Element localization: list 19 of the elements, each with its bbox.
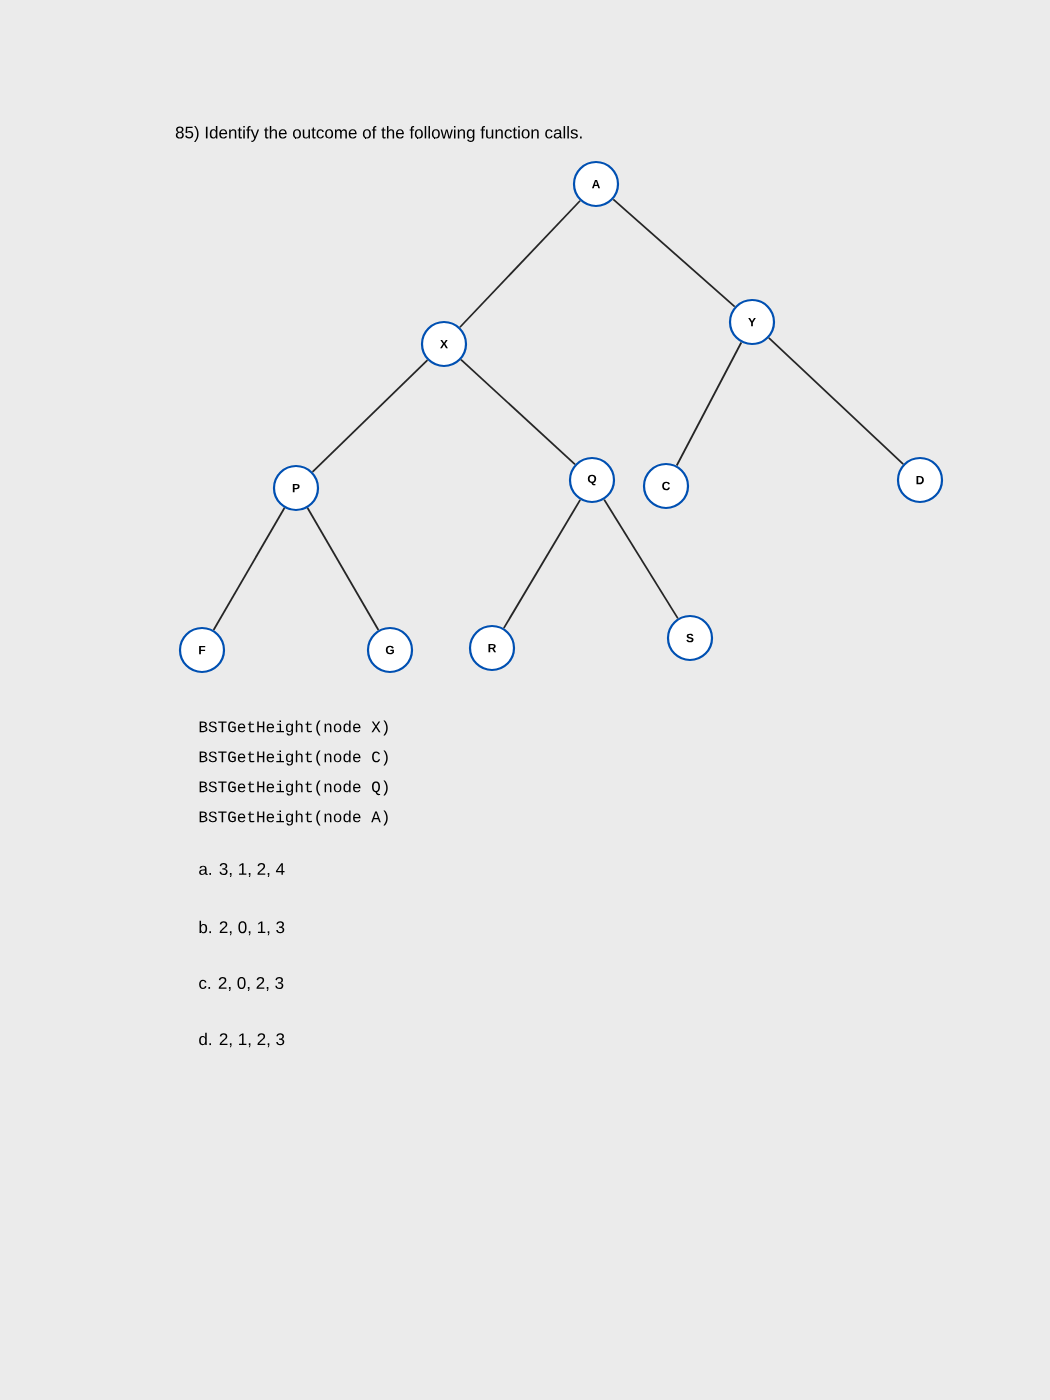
answer-option: a. 3, 1, 2, 4 (199, 863, 285, 877)
tree-edge (212, 507, 286, 631)
answer-option: d. 2, 1, 2, 3 (199, 1032, 285, 1048)
code-line: BSTGetHeight(node Q) (199, 780, 388, 796)
tree-edge (306, 507, 380, 631)
tree-edge (603, 498, 679, 620)
answer-option: c. 2, 0, 2, 3 (199, 977, 284, 991)
tree-edge (460, 358, 576, 466)
answer-option: b. 2, 0, 1, 3 (199, 920, 285, 936)
tree-edge (502, 498, 582, 630)
tree-edge (311, 359, 429, 473)
tree-edge (612, 198, 736, 308)
code-line: BSTGetHeight(node C) (199, 750, 388, 766)
tree-edge (675, 341, 743, 467)
tree-edge (459, 199, 581, 329)
question-title: 85) Identify the outcome of the following function calls. (175, 126, 582, 142)
code-line: BSTGetHeight(node X) (199, 720, 388, 736)
tree-edge (767, 336, 905, 466)
code-line: BSTGetHeight(node A) (199, 810, 388, 826)
